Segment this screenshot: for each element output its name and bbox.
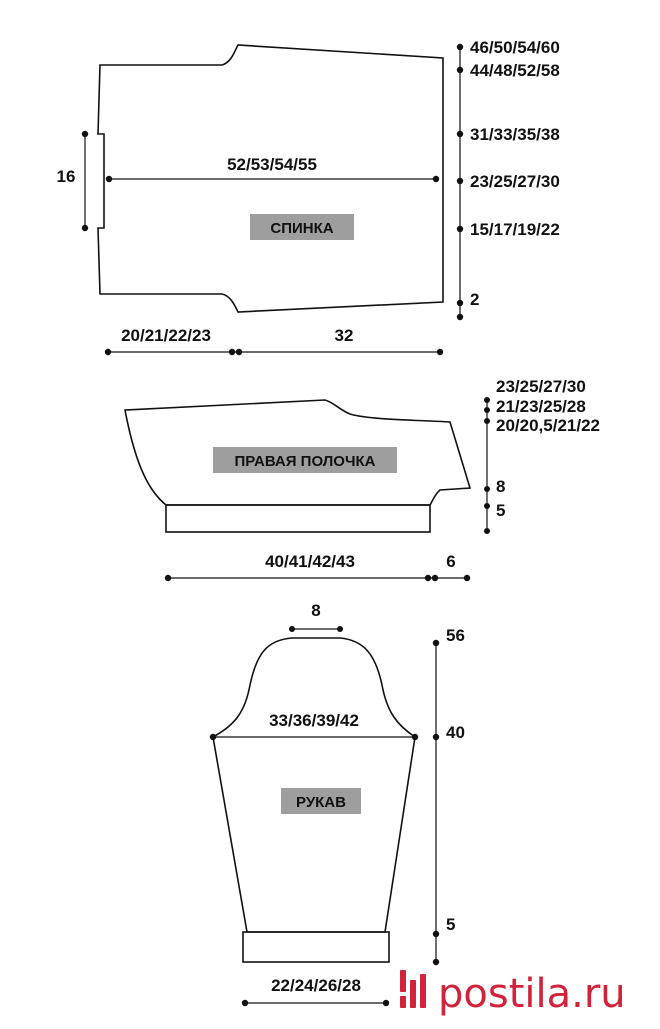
sleeve-mid-dot-right bbox=[411, 733, 419, 741]
back-mark-dot-1 bbox=[456, 66, 464, 74]
front-title: ПРАВАЯ ПОЛОЧКА bbox=[235, 453, 376, 470]
back-bottom-left-label: 20/21/22/23 bbox=[121, 326, 211, 345]
back-title-tag bbox=[250, 214, 354, 240]
front-bottom-dot-left bbox=[164, 574, 172, 582]
back-mark-label-4: 15/17/19/22 bbox=[470, 220, 560, 239]
sleeve-title: РУКАВ bbox=[296, 794, 346, 811]
sleeve-mark-dot-1 bbox=[432, 733, 440, 741]
front-bottom-small-label: 6 bbox=[446, 552, 455, 571]
sleeve-outline bbox=[212, 637, 416, 933]
front-bottom-dot-mid-a bbox=[424, 574, 432, 582]
sleeve-bottom-dot-right bbox=[382, 999, 390, 1007]
back-side-dot-bottom bbox=[81, 224, 89, 232]
front-bottom-main-label: 40/41/42/43 bbox=[265, 552, 355, 571]
sleeve-mark-label-1: 40 bbox=[446, 723, 465, 742]
back-width-dot-right bbox=[432, 175, 440, 183]
sleeve-cuff bbox=[242, 931, 390, 963]
back-side-height-label: 16 bbox=[57, 167, 76, 186]
sleeve-title-tag bbox=[281, 788, 361, 814]
front-mark-label-0: 23/25/27/30 bbox=[496, 377, 586, 396]
sleeve-mid-width-label: 33/36/39/42 bbox=[269, 711, 359, 730]
back-width-dot-left bbox=[105, 175, 113, 183]
front-piece bbox=[124, 399, 472, 533]
front-outline bbox=[124, 399, 472, 506]
front-mark-label-2: 20/20,5/21/22 bbox=[496, 416, 600, 435]
front-bottom-dot-right bbox=[463, 574, 471, 582]
back-piece bbox=[97, 44, 444, 313]
back-mark-dot-2 bbox=[456, 130, 464, 138]
sleeve-bottom-dot-left bbox=[241, 999, 249, 1007]
back-mark-dot-5 bbox=[456, 299, 464, 307]
back-mark-dot-3 bbox=[456, 177, 464, 185]
sleeve-piece bbox=[212, 637, 416, 963]
sleeve-top-dot-right bbox=[337, 626, 343, 632]
front-mark-dot-bottom bbox=[484, 528, 490, 534]
back-bottom-dot-mid-a bbox=[228, 348, 236, 356]
back-width-label: 52/53/54/55 bbox=[227, 155, 317, 174]
front-bottom-dot-mid-b bbox=[431, 574, 439, 582]
back-mark-label-3: 23/25/27/30 bbox=[470, 172, 560, 191]
back-outline bbox=[97, 44, 444, 313]
postila-logo-icon bbox=[400, 970, 426, 1008]
sleeve-top-dot-left bbox=[289, 626, 295, 632]
sleeve-top-width-label: 8 bbox=[311, 601, 320, 620]
front-mark-dot-4 bbox=[484, 503, 490, 509]
sleeve-mark-dot-0 bbox=[432, 639, 440, 647]
front-mark-dot-1 bbox=[484, 407, 490, 413]
sleeve-mark-label-2: 5 bbox=[446, 915, 455, 934]
watermark-text: postila.ru bbox=[438, 971, 626, 1017]
front-mark-label-3: 8 bbox=[496, 477, 505, 496]
sleeve-mark-label-0: 56 bbox=[446, 626, 465, 645]
sleeve-mark-dot-2 bbox=[432, 930, 440, 938]
back-mark-label-0: 46/50/54/60 bbox=[470, 38, 560, 57]
front-mark-dot-3 bbox=[484, 486, 490, 492]
back-bottom-dot-mid-b bbox=[235, 348, 243, 356]
back-mark-dot-4 bbox=[456, 225, 464, 233]
front-mark-dot-2 bbox=[484, 418, 490, 424]
sleeve-mid-dot-left bbox=[209, 733, 217, 741]
back-bottom-right-label: 32 bbox=[335, 326, 354, 345]
back-mark-label-1: 44/48/52/58 bbox=[470, 61, 560, 80]
back-mark-label-2: 31/33/35/38 bbox=[470, 125, 560, 144]
front-band bbox=[165, 504, 431, 533]
front-mark-dot-0 bbox=[484, 397, 490, 403]
sleeve-mark-dot-bottom bbox=[432, 958, 440, 966]
back-mark-dot-bottom bbox=[456, 313, 464, 321]
back-title: СПИНКА bbox=[270, 220, 333, 237]
postila-logo: postila.ru bbox=[400, 970, 626, 1017]
front-mark-label-1: 21/23/25/28 bbox=[496, 397, 586, 416]
back-bottom-dot-right bbox=[436, 348, 444, 356]
sleeve-bottom-width-label: 22/24/26/28 bbox=[271, 976, 361, 995]
back-bottom-dot-left bbox=[104, 348, 112, 356]
back-mark-label-5: 2 bbox=[470, 290, 479, 309]
front-title-tag bbox=[213, 447, 397, 473]
back-side-dot-top bbox=[81, 130, 89, 138]
front-mark-label-4: 5 bbox=[496, 501, 505, 520]
back-mark-dot-0 bbox=[456, 43, 464, 51]
